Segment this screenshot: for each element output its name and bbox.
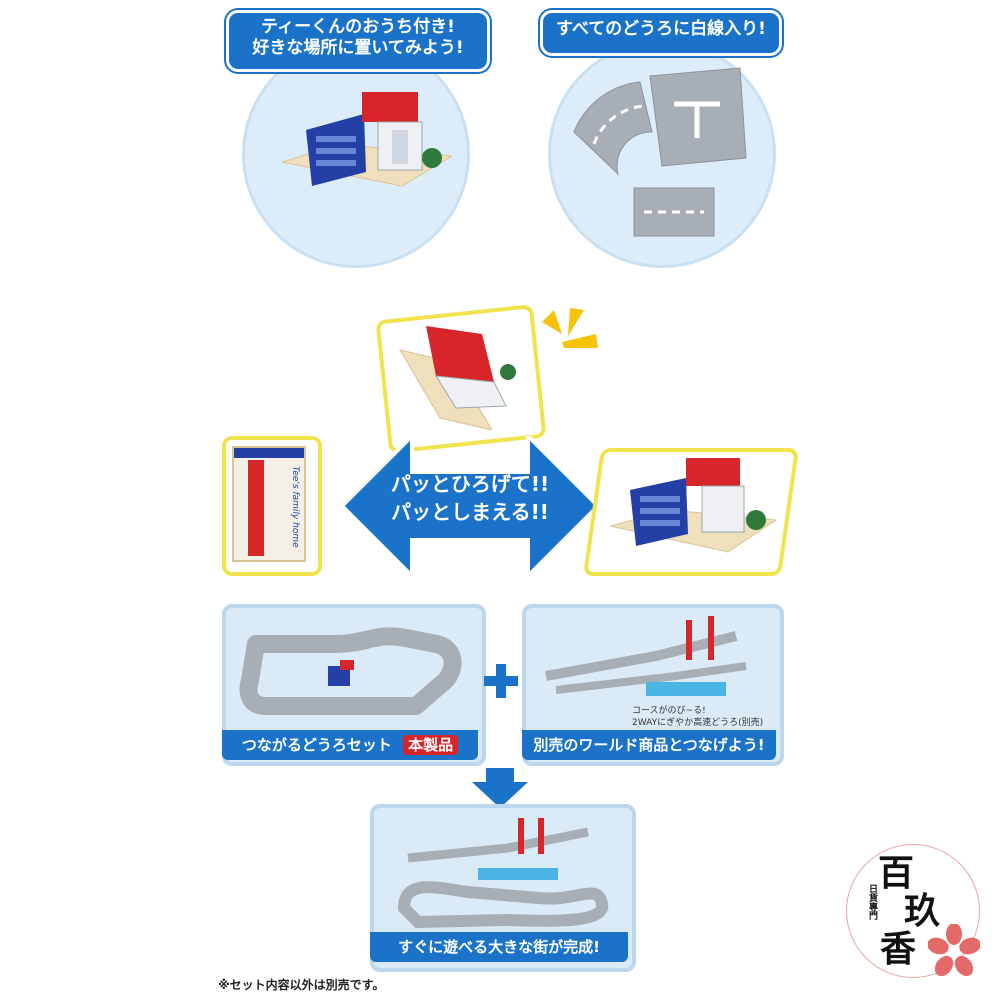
cherry-blossom-icon — [928, 924, 980, 976]
open-house-illustration — [610, 458, 776, 553]
road-layout-illustration — [239, 627, 462, 715]
shop-logo: 百 玖 香 日貨專門 — [846, 844, 986, 984]
road-pieces-illustration — [573, 67, 747, 237]
house-feature-line1: ティーくんのおうち付き! — [261, 17, 455, 37]
box-blue-stripe — [234, 448, 304, 458]
highway-note-line2: 2WAYにぎやか高速どうろ(別売) — [632, 717, 764, 728]
house-illustration — [282, 92, 452, 187]
completed-town-caption-text: すぐに遊べる大きな街が完成! — [398, 938, 600, 956]
arrow-line2: パッとしまえる!! — [391, 500, 549, 524]
this-product-badge: 本製品 — [403, 735, 459, 755]
world-products-caption: 別売のワールド商品とつなげよう! — [522, 730, 776, 760]
arrow-line1: パッとひろげて!! — [390, 472, 550, 496]
highway-note: コースがのび~る! 2WAYにぎやか高速どうろ(別売) — [632, 706, 763, 729]
closed-box: Tee's family home — [232, 446, 306, 562]
down-arrow-icon — [472, 768, 528, 808]
folding-house-illustration — [398, 326, 516, 430]
house-feature-heading: ティーくんのおうち付き! 好きな場所に置いてみよう! — [226, 10, 490, 72]
town-illustration — [397, 818, 609, 928]
box-label: Tee's family home — [290, 466, 300, 548]
snap-burst-icon — [542, 308, 598, 348]
plus-icon — [484, 664, 518, 698]
double-arrow-icon — [342, 436, 598, 576]
shop-logo-subtitle: 日貨專門 — [867, 884, 877, 920]
highway-note-line1: コースがのび~る! — [632, 706, 706, 716]
arrow-text: パッとひろげて!! パッとしまえる!! — [372, 470, 568, 526]
house-feature-line2: 好きな場所に置いてみよう! — [252, 38, 464, 59]
road-feature-line1: すべてのどうろに白線入り! — [556, 19, 766, 39]
shop-logo-char-1: 百 — [878, 852, 915, 894]
highway-illustration — [545, 616, 747, 696]
shop-logo-char-3: 香 — [880, 928, 917, 970]
shop-logo-char-2: 玖 — [904, 890, 941, 932]
road-set-caption: つながるどうろセット 本製品 — [222, 730, 478, 760]
completed-town-caption: すぐに遊べる大きな街が完成! — [370, 932, 628, 962]
box-red-band — [248, 460, 264, 556]
road-set-caption-text: つながるどうろセット — [241, 736, 392, 754]
footnote: ※セット内容以外は別売です。 — [218, 978, 385, 992]
road-feature-heading: すべてのどうろに白線入り! — [540, 10, 782, 56]
world-products-caption-text: 別売のワールド商品とつなげよう! — [533, 736, 765, 754]
shop-logo-ring — [846, 844, 980, 978]
